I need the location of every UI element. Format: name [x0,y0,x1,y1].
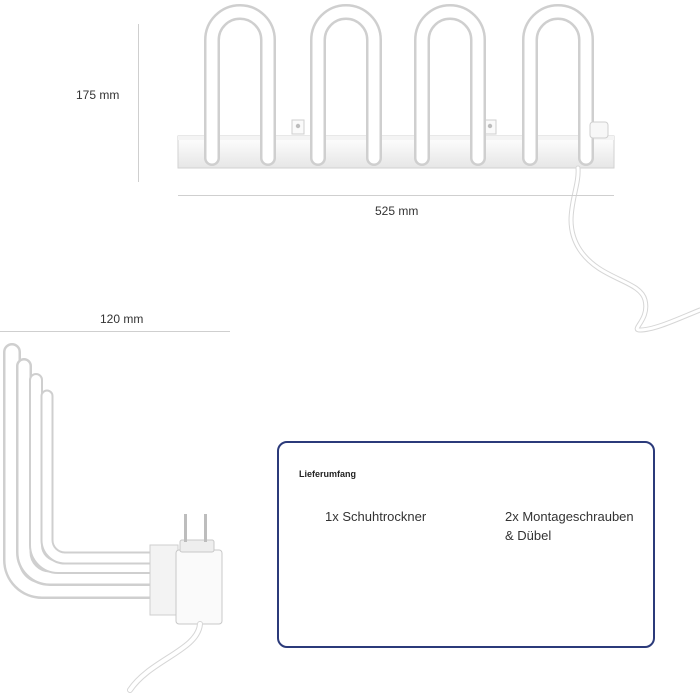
height-label: 175 mm [76,88,120,102]
width-dimension-line [178,195,614,196]
height-dimension-line [138,24,139,182]
depth-label: 120 mm [100,312,144,326]
scope-item-dryer: 1x Schuhtrockner [325,509,427,524]
front-view-shoe-dryer [177,4,700,333]
scope-item-screws-line1: 2x Montageschrauben [505,509,634,524]
scope-title: Lieferumfang [299,469,357,479]
scope-of-delivery-box: Lieferumfang 1x Schuhtrockner 2x Montage… [277,441,655,648]
side-view-shoe-dryer [3,343,179,599]
width-label: 525 mm [375,204,419,218]
scope-item-screws-line2: & Dübel [505,528,552,543]
depth-dimension-line [0,331,230,332]
power-adapter [127,514,223,693]
